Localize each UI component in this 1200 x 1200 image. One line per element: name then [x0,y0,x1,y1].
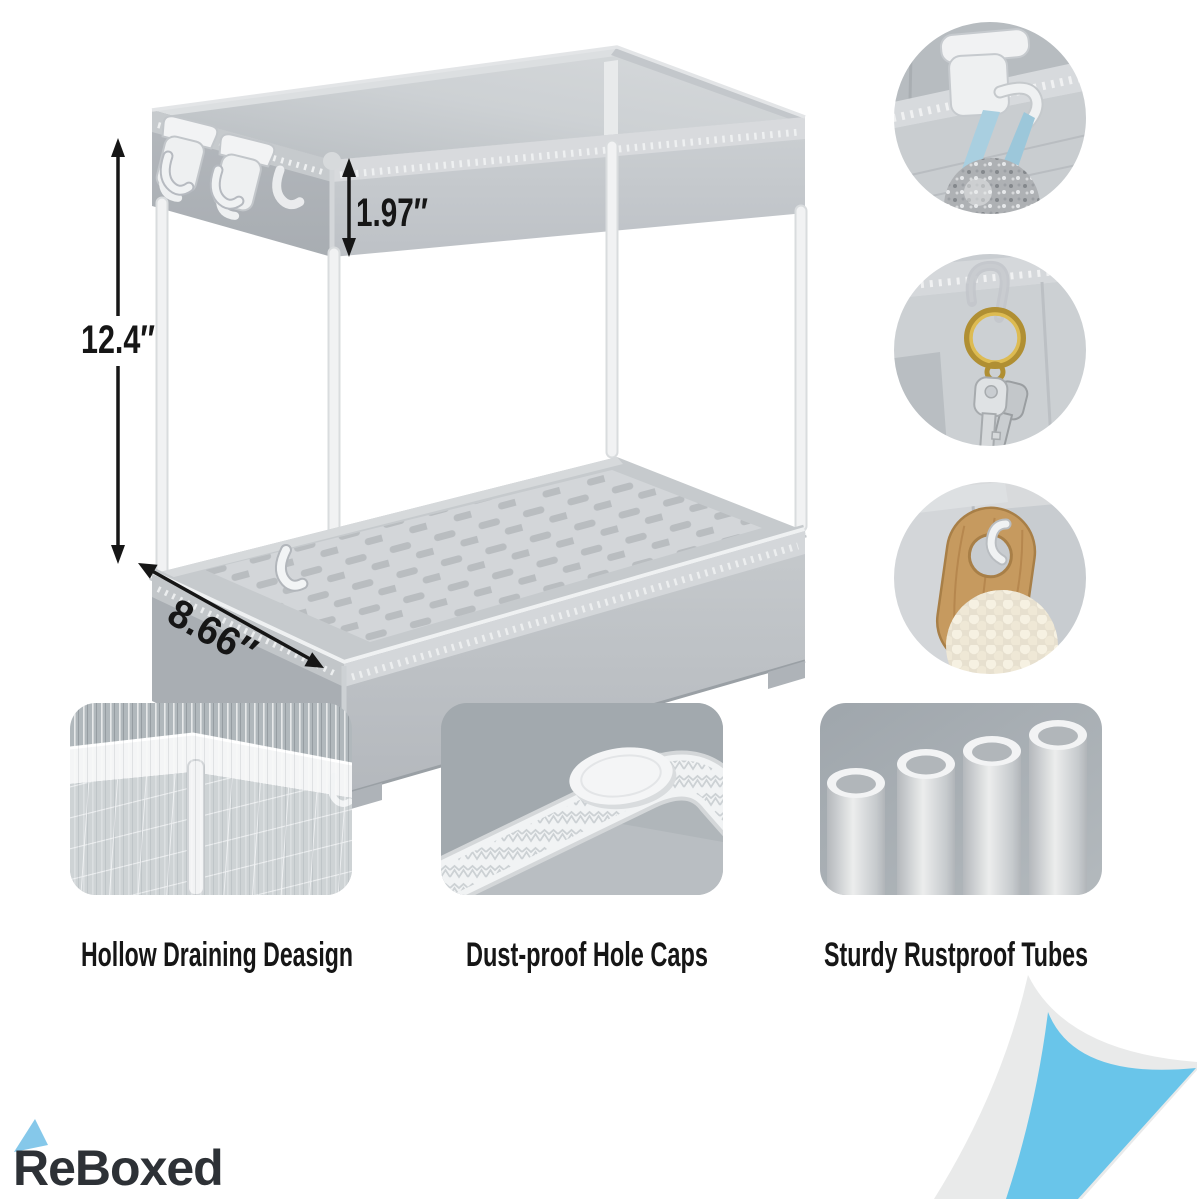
tube-4 [1029,720,1087,895]
height-label: 12.4″ [81,318,155,362]
page-curl [934,975,1197,1199]
tube-3 [963,736,1021,895]
detail-circle-hook-strap [893,21,1087,215]
caption-tubes: Sturdy Rustproof Tubes [824,936,1088,974]
circle3-edge [892,480,1088,676]
circle1-edge [892,20,1088,216]
top-basket [147,45,806,257]
tier-height-arrow [342,158,356,257]
tube-1 [827,768,885,895]
tube-2 [897,749,955,895]
brush-bristles [946,590,1058,675]
tier-height-label: 1.97″ [356,191,428,235]
logo-text: ReBoxed [13,1140,223,1196]
over-rim-hook-icon [939,28,1044,129]
keys-icon [973,376,1029,447]
feature-card-holecap [441,703,723,895]
caption-draining: Hollow Draining Deasign [81,936,353,974]
dimension-annotations: 12.4″ 1.97″ 8.66″ [81,138,428,675]
organizer-illustration [147,45,808,811]
bottom-basket [149,457,807,811]
detail-circle-hook-brush [893,481,1087,675]
hole-cap [569,747,677,810]
caption-holecap: Dust-proof Hole Caps [466,936,708,974]
side-hook-icon [965,260,1010,323]
height-arrow [111,138,125,564]
depth-arrow [138,563,324,668]
brush-hook-icon [985,518,1012,566]
feature-card-tubes [820,703,1102,895]
steel-scrubber [944,158,1040,215]
circle2-edge [892,252,1088,448]
detail-circle-hook-keys [893,253,1087,447]
logo-accent-triangle [14,1119,48,1152]
legs [155,139,808,665]
brand-logo: ReBoxed [13,1119,224,1196]
feature-card-draining [70,703,352,895]
